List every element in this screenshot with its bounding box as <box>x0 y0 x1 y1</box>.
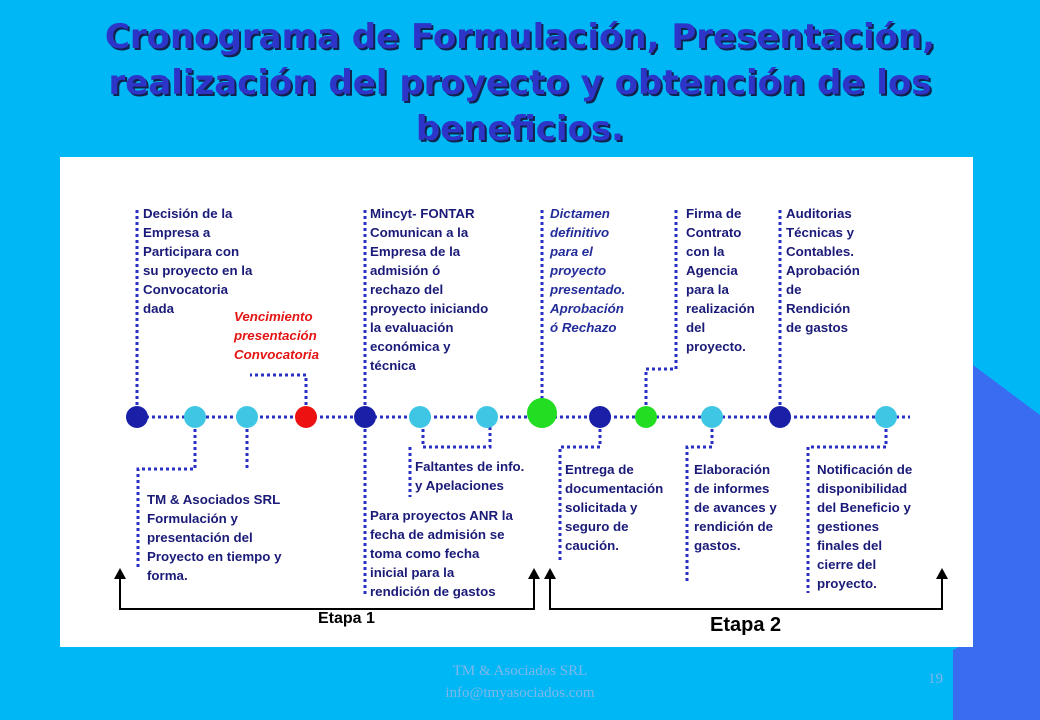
connector-tm <box>136 417 197 569</box>
node-auditorias <box>769 406 791 428</box>
node-entrega <box>589 406 611 428</box>
label-dictamen: Dictamen definitivo para el proyecto pre… <box>550 206 626 335</box>
label-vencimiento: Vencimiento presentación Convocatoria <box>234 309 319 362</box>
label-anr: Para proyectos ANR la fecha de admisión … <box>370 508 513 599</box>
node-vencimiento <box>295 406 317 428</box>
node-decision <box>126 406 148 428</box>
label-entrega: Entrega de documentación solicitada y se… <box>565 462 664 553</box>
page-number: 19 <box>928 671 943 687</box>
timeline-diagram <box>114 210 948 610</box>
bracket-etapa-1 <box>119 575 535 610</box>
timeline-nodes <box>126 398 897 428</box>
label-elaboracion: Elaboración de informes de avances y ren… <box>694 462 777 553</box>
etapa-2-label: Etapa 2 <box>710 614 782 636</box>
node-mincyt <box>354 406 376 428</box>
label-notificacion: Notificación de disponibilidad del Benef… <box>817 462 913 591</box>
connector-vencimiento <box>250 373 308 417</box>
node-formulacion-1 <box>184 406 206 428</box>
connector-notificacion <box>806 417 888 593</box>
label-tm-formulacion: TM & Asociados SRL Formulación y present… <box>147 492 282 583</box>
label-decision: Decisión de la Empresa a Participara con… <box>143 206 253 316</box>
footer: TM & Asociados SRL info@tmyasociados.com <box>380 660 660 704</box>
connector-faltantes <box>421 417 492 449</box>
node-elaboracion <box>701 406 723 428</box>
arrow-etapa1-left <box>114 568 126 579</box>
node-faltantes-1 <box>409 406 431 428</box>
timeline-panel: Decisión de la Empresa a Participara con… <box>60 157 973 647</box>
label-faltantes: Faltantes de info. y Apelaciones <box>415 459 525 493</box>
footer-email: info@tmyasociados.com <box>445 685 595 701</box>
connector-elaboracion <box>685 417 714 581</box>
node-faltantes-2 <box>476 406 498 428</box>
footer-company: TM & Asociados SRL <box>452 663 588 679</box>
arrow-etapa2-left <box>544 568 556 579</box>
node-formulacion-2 <box>236 406 258 428</box>
stage-brackets <box>119 575 943 610</box>
connector-entrega <box>558 417 602 563</box>
label-mincyt: Mincyt- FONTAR Comunican a la Empresa de… <box>370 206 489 373</box>
etapa-1-label: Etapa 1 <box>318 610 375 627</box>
label-firma: Firma de Contrato con la Agencia para la… <box>686 206 755 354</box>
bracket-arrowheads <box>114 568 948 579</box>
label-auditorias: Auditorias Técnicas y Contables. Aprobac… <box>786 206 860 335</box>
node-dictamen <box>527 398 557 428</box>
blue-corner-shape <box>953 365 1040 720</box>
arrow-etapa2-right <box>936 568 948 579</box>
node-firma <box>635 406 657 428</box>
connector-firma <box>644 210 678 417</box>
node-notificacion <box>875 406 897 428</box>
arrow-etapa1-right <box>528 568 540 579</box>
timeline-connectors <box>128 210 910 595</box>
slide-title: Cronograma de Formulación, Presentación,… <box>104 17 936 149</box>
bracket-etapa-2 <box>549 575 943 610</box>
